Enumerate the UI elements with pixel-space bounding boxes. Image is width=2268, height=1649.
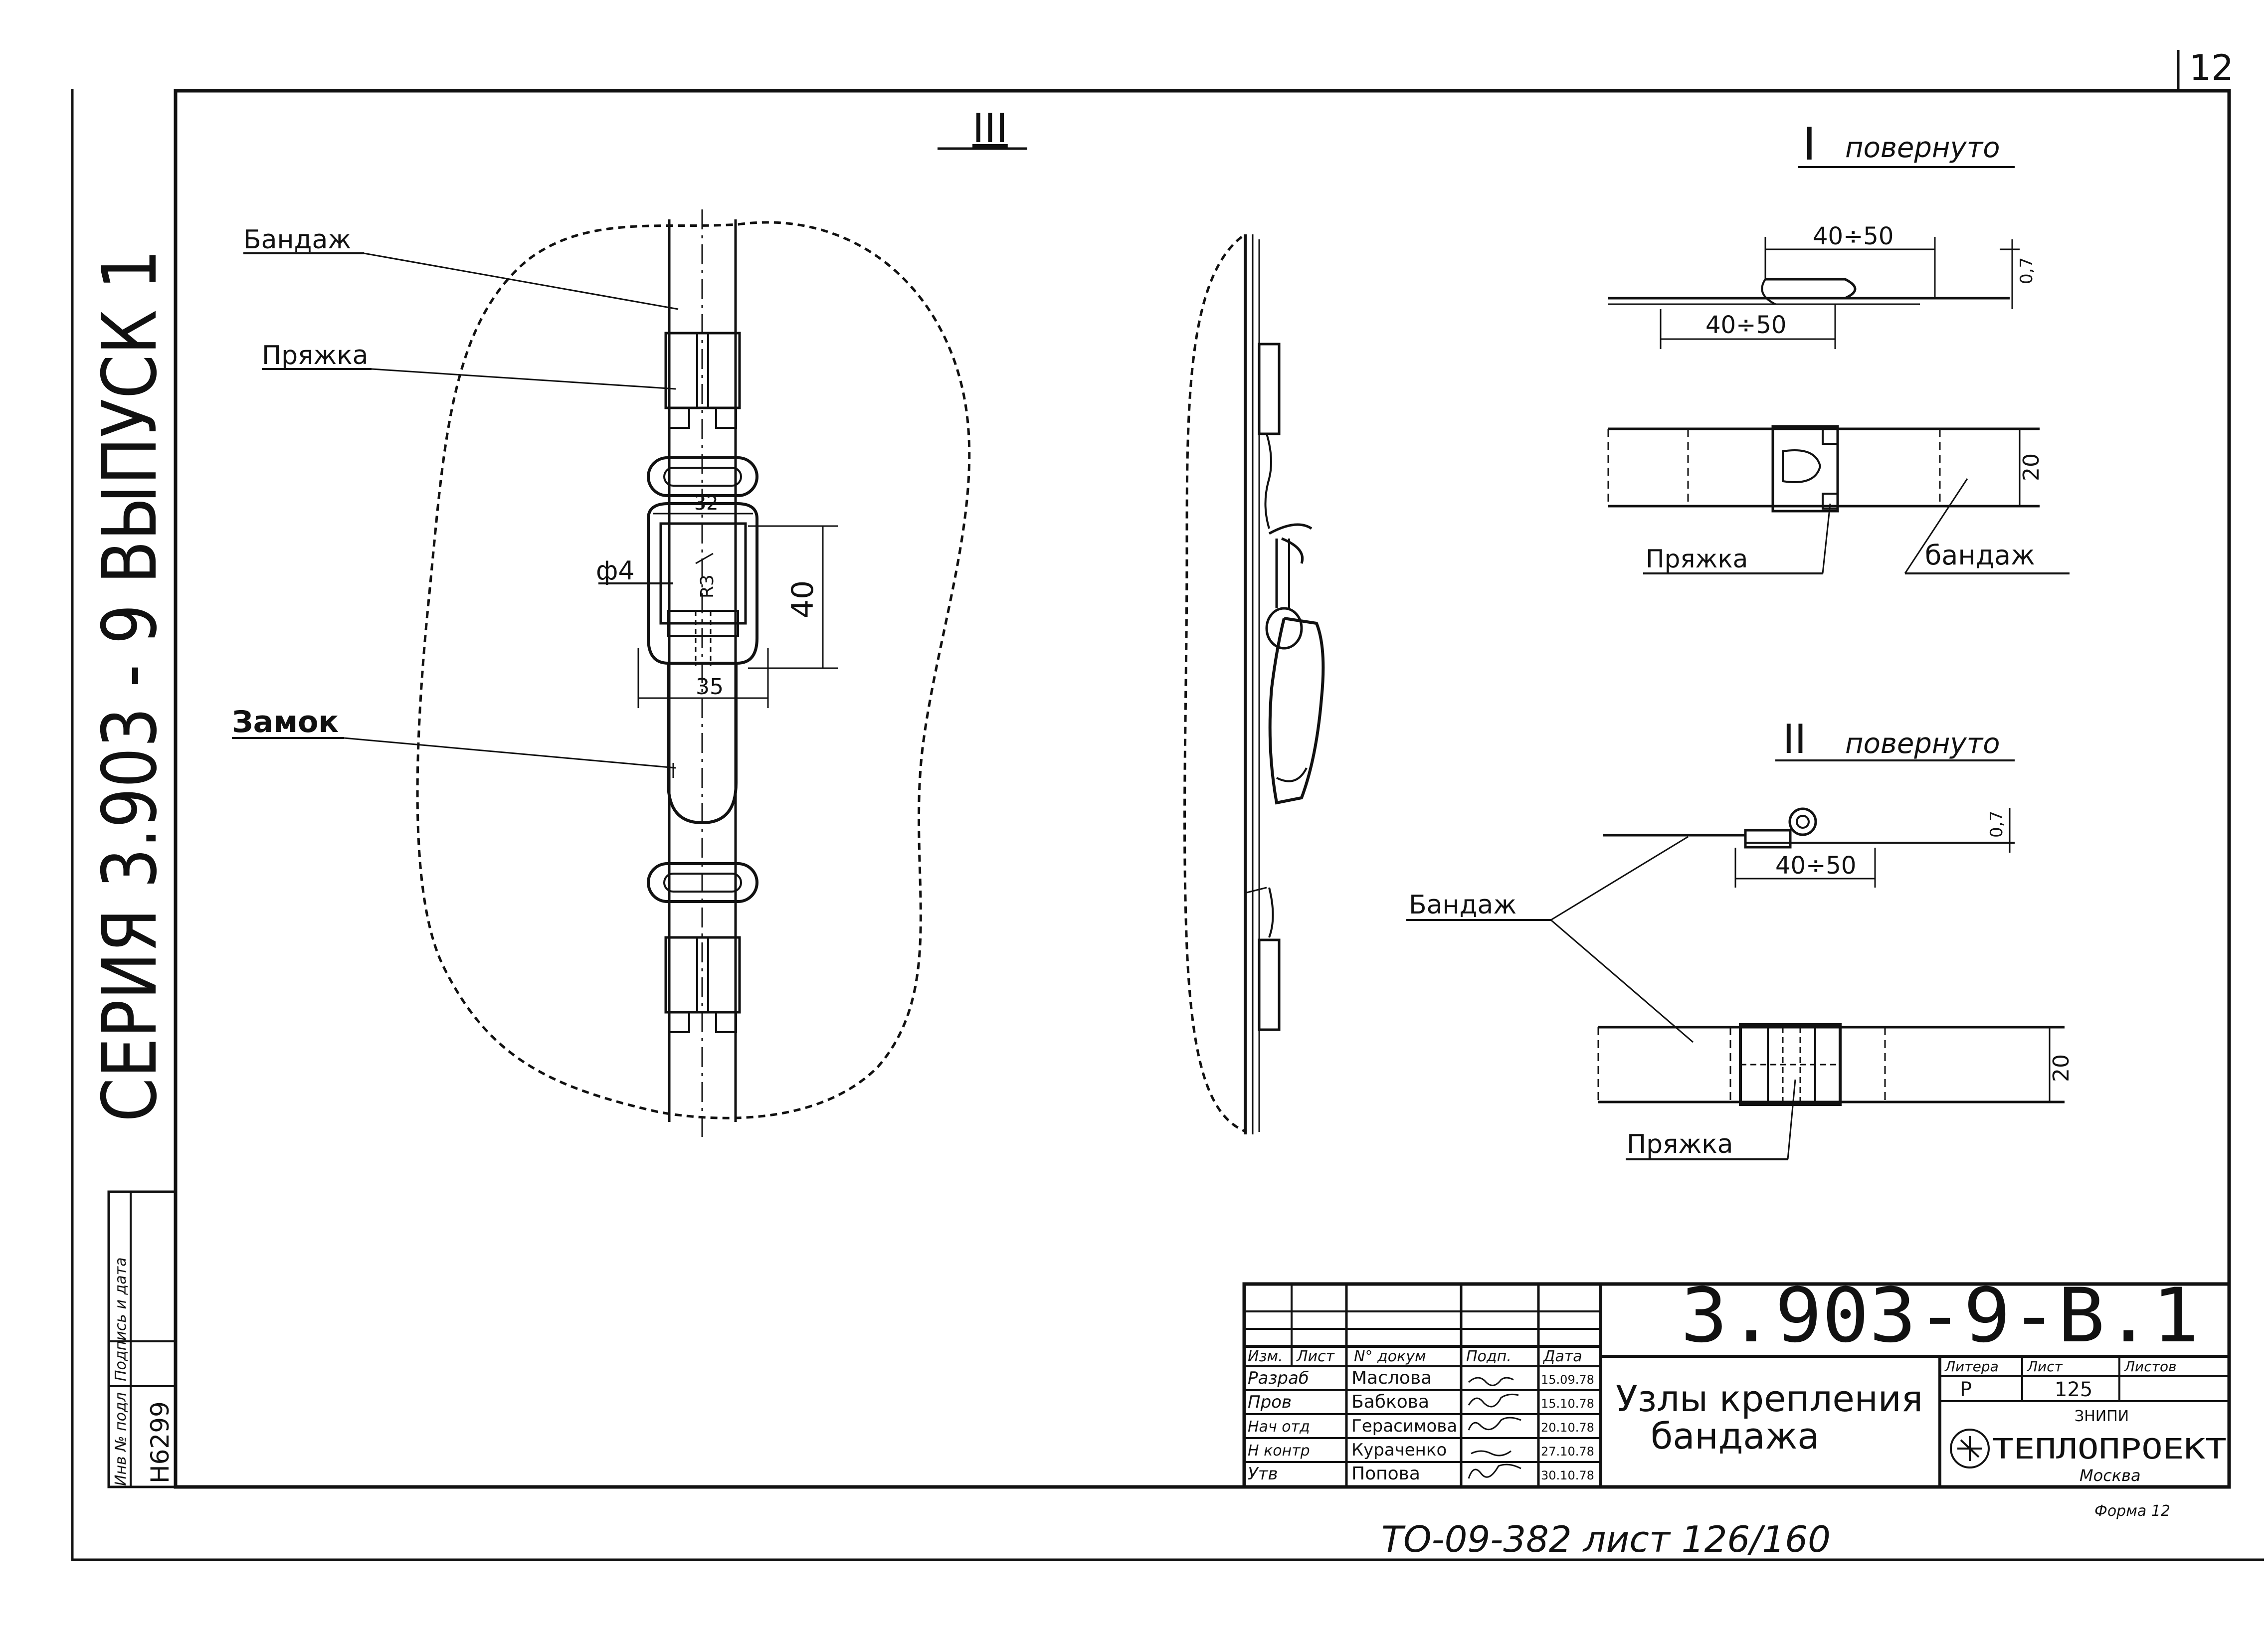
- v2-dim-length: 40÷50: [1775, 852, 1856, 880]
- label-zamok: Замок: [232, 705, 339, 739]
- litera-label: Литера: [1944, 1358, 1999, 1375]
- view3-top-loop: [647, 456, 758, 497]
- title-line2: бандажа: [1651, 1415, 1819, 1457]
- sheets-label: Листов: [2124, 1358, 2177, 1375]
- view1-leaders: [1643, 478, 2070, 574]
- view2-section: [1603, 807, 2015, 888]
- v1-label-pryazhka: Пряжка: [1646, 545, 1748, 573]
- row-date: 20.10.78: [1541, 1421, 1594, 1435]
- row-date: 15.09.78: [1541, 1373, 1594, 1387]
- label-bandazh: Бандаж: [243, 225, 351, 255]
- bottom-reference: ТО-09-382 лист 126/160: [1381, 1518, 1831, 1560]
- view3-title: III: [972, 105, 1008, 152]
- row-name: Маслова: [1351, 1368, 1432, 1388]
- dim-32: 32: [694, 492, 718, 514]
- th-date: Дата: [1542, 1348, 1582, 1365]
- view3-bottom-loop: [647, 862, 758, 903]
- row-date: 27.10.78: [1541, 1445, 1594, 1459]
- view3-bottom-buckle: [664, 936, 741, 1033]
- title-line1: Узлы крепления: [1616, 1378, 1923, 1420]
- inventory-number: Н6299: [146, 1401, 175, 1483]
- side-stamp: [107, 1190, 177, 1488]
- v2-dim-thickness: 0,7: [1987, 811, 2007, 838]
- org-name: ТЕПЛОПРОЕКТ: [1992, 1433, 2227, 1466]
- sheet-frame: [71, 50, 2264, 1561]
- view3-leaders: [232, 252, 679, 769]
- row-role: Н контр: [1248, 1442, 1310, 1460]
- row-role: Разраб: [1248, 1368, 1309, 1388]
- row-name: Бабкова: [1351, 1392, 1429, 1412]
- th-list: Лист: [1296, 1348, 1335, 1365]
- label-pryazhka: Пряжка: [262, 341, 369, 370]
- view3-boundary: [416, 221, 971, 1119]
- page-number: 12: [2189, 47, 2234, 88]
- view1-title: I: [1803, 118, 1816, 171]
- view1-section: [1608, 237, 2020, 349]
- row-name: Герасимова: [1351, 1416, 1457, 1436]
- row-role: Нач отд: [1248, 1418, 1310, 1436]
- row-role: Пров: [1248, 1392, 1292, 1412]
- dim-r3: R3: [697, 574, 718, 598]
- v2-label-bandazh: Бандаж: [1409, 890, 1516, 920]
- view3-top-buckle: [664, 332, 741, 429]
- form-note: Форма 12: [2094, 1502, 2170, 1520]
- title-block-frame: [1242, 1282, 2231, 1489]
- dim-40: 40: [785, 580, 820, 618]
- inventory-label: Инв № подл: [112, 1392, 130, 1486]
- v2-label-pryazhka: Пряжка: [1627, 1129, 1733, 1159]
- v1-dim-width: 20: [2019, 453, 2044, 481]
- v1-dim-top: 40÷50: [1813, 222, 1893, 250]
- row-name: Попова: [1351, 1464, 1420, 1484]
- org-city: Москва: [2079, 1466, 2141, 1485]
- view3-lock: [647, 502, 758, 825]
- view1-subtitle: повернуто: [1845, 132, 2000, 164]
- org-logo-icon: [1950, 1429, 1990, 1468]
- th-sign: Подп.: [1466, 1348, 1512, 1365]
- view2-title: II: [1783, 716, 1806, 762]
- v1-dim-bottom: 40÷50: [1705, 311, 1786, 339]
- view1-plan: [1607, 425, 2040, 513]
- org-small: ЗНИПИ: [2075, 1408, 2129, 1425]
- dim-35: 35: [696, 674, 724, 700]
- row-name: Кураченко: [1351, 1440, 1447, 1460]
- signature-date-label: Подпись и дата: [112, 1258, 130, 1382]
- sheet-value: 125: [2055, 1378, 2092, 1401]
- th-doc: N° докум: [1354, 1348, 1426, 1365]
- doc-code: 3.903-9-В.1: [1681, 1273, 2199, 1359]
- view2-leaders: [1406, 836, 1796, 1160]
- signature-scribbles: [1468, 1377, 1521, 1479]
- view3-dimensions: [598, 513, 838, 708]
- v1-dim-thickness: 0,7: [2017, 257, 2037, 284]
- row-date: 30.10.78: [1541, 1468, 1594, 1482]
- row-date: 15.10.78: [1541, 1397, 1594, 1411]
- view2-plan: [1597, 1023, 2065, 1106]
- v2-dim-width: 20: [2049, 1054, 2074, 1082]
- litera-value: Р: [1960, 1378, 1972, 1401]
- v1-label-bandazh: бандаж: [1925, 540, 2035, 571]
- row-role: Утв: [1248, 1464, 1278, 1484]
- view2-subtitle: повернуто: [1845, 728, 2000, 760]
- dim-phi4: ф4: [596, 556, 635, 586]
- th-izm: Изм.: [1248, 1348, 1283, 1365]
- series-vertical-text: СЕРИЯ 3.903 - 9 ВЫПУСК 1: [87, 249, 174, 1122]
- side-view: [1183, 234, 1325, 1134]
- sheet-label: Лист: [2027, 1358, 2063, 1375]
